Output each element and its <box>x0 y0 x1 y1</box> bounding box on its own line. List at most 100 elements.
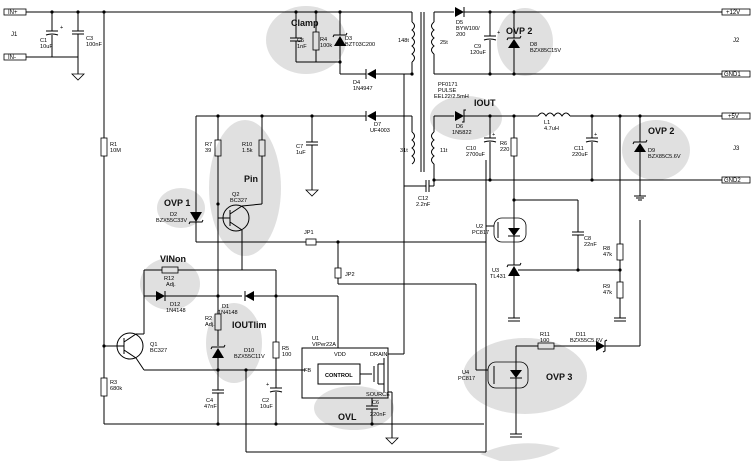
c10-plate-bottom <box>483 140 497 143</box>
d1-diode-icon <box>245 291 254 301</box>
d7-ref: D7 <box>374 122 381 128</box>
ground-u1-icon <box>385 437 399 445</box>
highlight-clamp <box>266 6 346 74</box>
c6-ref: C6 <box>372 400 379 406</box>
d7-value: UF4003 <box>370 128 390 134</box>
u2-ref: U2 <box>476 224 483 230</box>
d8-value: BZX85C15V <box>530 48 561 54</box>
d3-zener-bar <box>332 32 348 38</box>
ovp3-label: OVP 3 <box>546 372 572 382</box>
r3-ref: R3 <box>110 380 117 386</box>
junction-dot <box>432 178 436 182</box>
feedback-section: U2 PC817 U3 TL431 C8 22nF R8 47k R9 47k <box>472 199 626 322</box>
connector-j2-label: J2 <box>733 38 740 44</box>
ioutlim-label: IOUTlim <box>232 320 267 330</box>
highlight-ovp3 <box>463 338 587 414</box>
c4-value: 47nF <box>204 404 217 410</box>
c8-ref: C8 <box>584 236 591 242</box>
q1-collector-lead <box>135 357 145 371</box>
r5-ref: R5 <box>282 346 289 352</box>
u1-control-label: CONTROL <box>325 373 353 379</box>
q2-emitter <box>229 205 243 215</box>
junction-dot <box>216 422 220 426</box>
r10-value: 1.5k <box>242 148 253 154</box>
r1-ref: R1 <box>110 142 117 148</box>
highlight-iout <box>430 96 502 140</box>
junction-dot <box>216 202 220 206</box>
d12-value: 1N4148 <box>166 308 186 314</box>
c8-value: 22nF <box>584 242 597 248</box>
junction-dot <box>314 10 318 14</box>
d8-diode-icon <box>508 39 520 48</box>
q1-emitter <box>123 333 137 343</box>
primary-winding-coil <box>411 21 415 63</box>
u1-source-pin-label: SOURCE <box>366 392 390 398</box>
c1-plate-bottom <box>45 33 59 36</box>
pin-label: Pin <box>244 174 258 184</box>
u1-fb-pin-label: FB <box>304 368 311 374</box>
junction-dot <box>102 344 106 348</box>
junction-dot <box>488 10 492 14</box>
connector-gnd2-label: GND2 <box>724 178 741 184</box>
junction-dot <box>488 114 492 118</box>
junction-dot <box>260 114 264 118</box>
c9-plus: + <box>497 30 500 36</box>
r9-ref: R9 <box>603 284 610 290</box>
u4-value: PC817 <box>458 376 475 382</box>
r8-body <box>616 243 624 261</box>
connector-gnd1-box <box>721 70 751 78</box>
highlight-ovp2-right <box>622 120 690 180</box>
d3-ref: D3 <box>345 36 352 42</box>
junction-dot <box>216 114 220 118</box>
control-section: VINon R12 Adj. D12 1N4148 Q1 BC327 R2 Ad… <box>104 204 306 452</box>
c7-ref: C7 <box>296 144 303 150</box>
winding-148t: 148t <box>398 38 409 44</box>
aux-supply-section: D7 UF4003 C7 1uF R7 39 R10 1.5k Pin Q2 B… <box>156 111 486 370</box>
junction-dot <box>590 114 594 118</box>
junction-dot <box>576 268 580 272</box>
c11-ref: C11 <box>574 146 584 152</box>
connector-j1-label: J1 <box>11 32 18 38</box>
junction-dot <box>488 72 492 76</box>
connector-gnd2-box <box>721 176 751 184</box>
aux-winding-coil <box>411 131 415 165</box>
output-12v-section: D5 BYW100/ 200 + C9 120uF OVP 2 D8 BZX85… <box>434 7 751 78</box>
connector-12v-box <box>721 8 751 16</box>
jp2-ref: JP2 <box>345 272 355 278</box>
d11-diode-icon <box>596 341 605 351</box>
junction-dot <box>338 10 342 14</box>
u4-ref: U4 <box>462 370 469 376</box>
u1-drain-pin-label: DRAIN <box>370 352 387 358</box>
d8-ref: D8 <box>530 42 537 48</box>
u4-led-icon <box>510 370 522 378</box>
c10-ref: C10 <box>466 146 476 152</box>
r10-ref: R10 <box>242 142 252 148</box>
d9-ref: D9 <box>648 148 655 154</box>
junction-dot <box>102 10 106 14</box>
junction-dots <box>50 10 642 426</box>
u2-value: PC817 <box>472 230 489 236</box>
d9-diode-icon <box>634 143 646 152</box>
jp1-ref: JP1 <box>304 230 314 236</box>
r7-ref: R7 <box>205 142 212 148</box>
c11-plate-bottom <box>585 140 599 143</box>
junction-dot <box>488 178 492 182</box>
connector-in-plus-label: IN+ <box>8 10 18 16</box>
junction-dot <box>512 10 516 14</box>
d5-value-2: 200 <box>456 32 465 38</box>
r8-ref: R8 <box>603 246 610 252</box>
c12-value: 2.2nF <box>416 202 431 208</box>
q2-ref: Q2 <box>232 192 239 198</box>
highlight-ioutlim <box>206 303 262 383</box>
highlight-layer <box>140 6 690 461</box>
l1-inductor-icon <box>537 112 571 117</box>
c11-plus: + <box>594 132 597 138</box>
d10-zener-bar <box>210 344 226 350</box>
d2-diode-icon <box>190 212 202 222</box>
ovp3-section: U4 PC817 OVP 3 R11 100 D11 BZX55C5.6V <box>458 220 641 438</box>
d1-value: 1N4148 <box>218 310 238 316</box>
connector-j3-label: J3 <box>733 146 740 152</box>
r11-value: 100 <box>540 338 549 344</box>
